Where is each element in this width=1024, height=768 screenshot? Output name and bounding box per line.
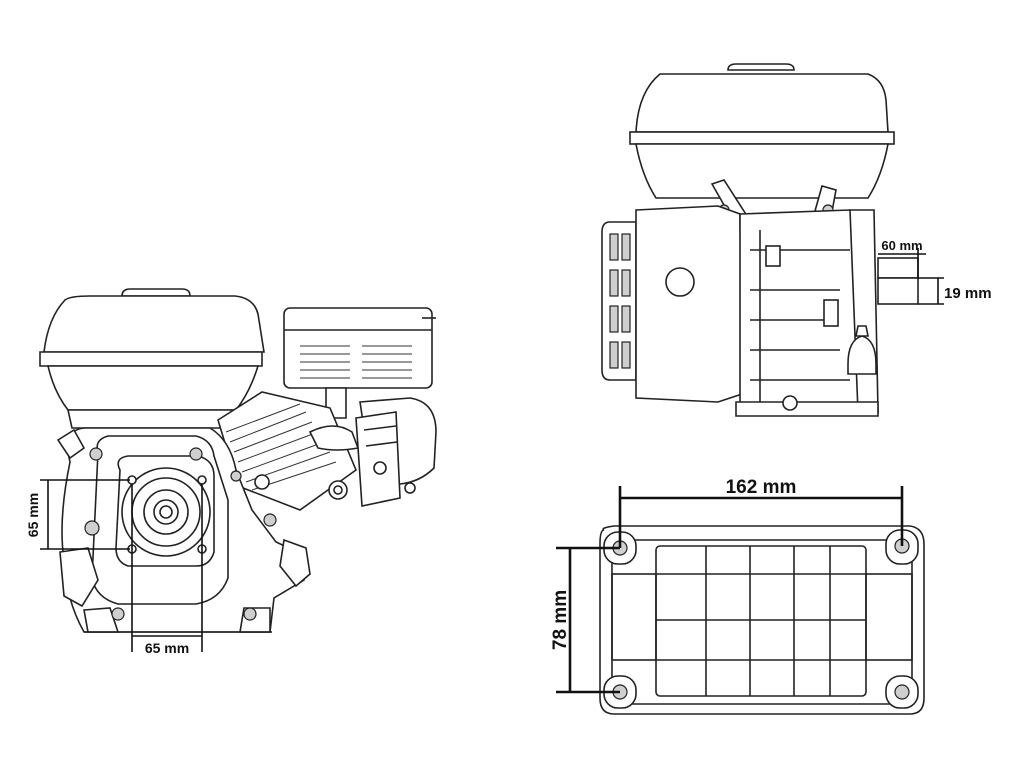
front-vertical-label: 65 mm	[25, 493, 41, 537]
base-width-dimension: 162 mm	[618, 477, 904, 548]
air-filter	[283, 307, 436, 419]
cylinder-head	[217, 391, 360, 511]
recoil-starter	[601, 205, 743, 403]
fuel-tank	[39, 288, 265, 429]
base-depth-dimension: 78 mm	[550, 546, 620, 694]
base-width-label: 162 mm	[726, 477, 797, 498]
engine-side-view: 60 mm 19 mm	[601, 63, 992, 417]
shaft-diameter-dimension: 19 mm	[918, 277, 992, 305]
engine-front-view: 65 mm 65 mm	[25, 288, 437, 656]
base-ribs	[611, 545, 913, 697]
shaft-diameter-label: 19 mm	[944, 285, 992, 302]
side-fuel-tank	[629, 63, 895, 199]
side-engine-block	[735, 209, 879, 417]
crankshaft	[877, 257, 919, 305]
crankcase	[56, 427, 311, 633]
front-vertical-dimension: 65 mm	[25, 479, 130, 550]
shaft-length-dimension: 60 mm	[878, 238, 926, 278]
front-horizontal-label: 65 mm	[145, 640, 189, 656]
mounting-holes	[603, 529, 919, 709]
front-horizontal-dimension: 65 mm	[131, 484, 203, 656]
base-depth-label: 78 mm	[550, 590, 571, 650]
shaft-length-label: 60 mm	[881, 238, 922, 253]
carburetor	[355, 397, 437, 507]
engine-base-view: 162 mm 78 mm	[550, 477, 925, 715]
